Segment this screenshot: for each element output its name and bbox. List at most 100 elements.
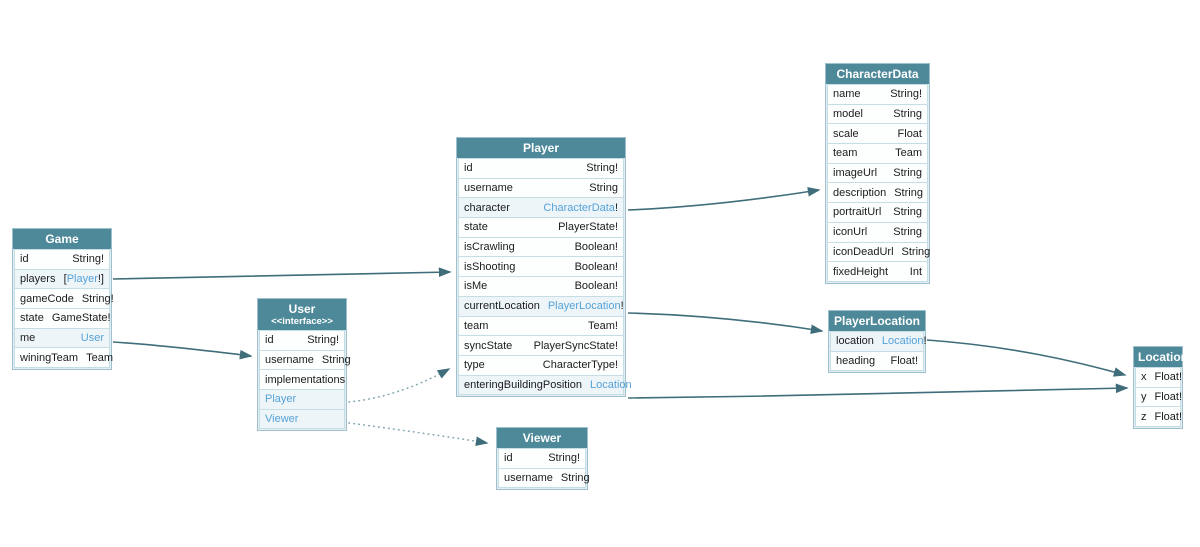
field-name: description bbox=[833, 186, 887, 199]
field-type: CharacterType! bbox=[542, 359, 618, 372]
field-type: Boolean! bbox=[574, 241, 618, 254]
field-name: scale bbox=[833, 127, 859, 140]
edge-player-currentlocation-to-playerlocation bbox=[627, 312, 824, 334]
edge-playerlocation-location-to-location bbox=[926, 339, 1127, 377]
implementation-link[interactable]: Player bbox=[265, 393, 297, 406]
field-name: currentLocation bbox=[464, 300, 540, 313]
field-row-characterdata-description[interactable]: description String bbox=[827, 182, 928, 204]
field-row-game-winingteam[interactable]: winingTeam Team bbox=[14, 347, 113, 369]
field-type: String bbox=[321, 354, 351, 367]
type-link[interactable]: User bbox=[80, 332, 104, 345]
field-name: id bbox=[464, 162, 473, 175]
field-type: String! bbox=[72, 253, 104, 266]
type-link[interactable]: Location bbox=[881, 335, 924, 348]
field-type: PlayerSyncState! bbox=[533, 339, 618, 352]
type-link[interactable]: PlayerLocation bbox=[547, 300, 621, 313]
field-name: z bbox=[1141, 410, 1147, 423]
field-row-playerlocation-location[interactable]: location Location! bbox=[830, 331, 927, 352]
type-link[interactable]: Player bbox=[66, 273, 98, 286]
field-row-viewer-username[interactable]: username String bbox=[498, 467, 590, 489]
type-table-header-viewer[interactable]: Viewer bbox=[497, 428, 587, 448]
type-link[interactable]: Location bbox=[590, 378, 632, 391]
field-name: location bbox=[836, 335, 874, 348]
type-title: Game bbox=[45, 232, 79, 246]
field-type: String bbox=[560, 472, 590, 485]
field-name: isMe bbox=[464, 280, 488, 293]
field-row-user-viewer[interactable]: Viewer bbox=[259, 408, 345, 430]
field-name: state bbox=[20, 312, 44, 325]
field-row-game-players[interactable]: players [Player!] bbox=[14, 268, 110, 290]
type-table-header-user[interactable]: User<<interface>> bbox=[258, 299, 346, 330]
type-link[interactable]: CharacterData bbox=[543, 201, 615, 214]
type-table-header-characterdata[interactable]: CharacterData bbox=[826, 64, 929, 84]
type-table-header-game[interactable]: Game bbox=[13, 229, 111, 249]
field-type: Team bbox=[86, 351, 113, 364]
type-table-header-playerlocation[interactable]: PlayerLocation bbox=[829, 311, 925, 331]
type-title: Player bbox=[522, 141, 560, 155]
type-title: Location bbox=[1138, 350, 1188, 364]
field-type: PlayerState! bbox=[558, 221, 618, 234]
field-type: String bbox=[893, 206, 922, 219]
field-type: String bbox=[893, 226, 922, 239]
field-name: winingTeam bbox=[20, 351, 79, 364]
edge-player-enteringbuildingposition-to-location bbox=[627, 383, 1129, 399]
field-type: Float! bbox=[1154, 410, 1183, 423]
field-name: portraitUrl bbox=[833, 206, 882, 219]
field-type: String bbox=[894, 186, 923, 199]
edge-user-viewer-to-viewer bbox=[348, 422, 489, 446]
field-row-location-z[interactable]: z Float! bbox=[1135, 406, 1183, 428]
field-row-characterdata-portraiturl[interactable]: portraitUrl String bbox=[827, 202, 928, 223]
field-name: implementations bbox=[265, 373, 346, 386]
field-type: Team bbox=[895, 147, 922, 160]
field-row-user-player[interactable]: Player bbox=[259, 389, 345, 410]
field-type: [Player!] bbox=[64, 273, 104, 285]
field-type: Boolean! bbox=[574, 260, 618, 273]
type-bracket: [ bbox=[63, 273, 67, 286]
type-table-header-player[interactable]: Player bbox=[457, 138, 625, 158]
field-type: CharacterData! bbox=[543, 202, 618, 214]
field-type: Location! bbox=[882, 335, 927, 347]
type-table-header-location[interactable]: Location bbox=[1134, 347, 1188, 367]
type-subtitle: <<interface>> bbox=[271, 316, 333, 327]
type-title: CharacterData bbox=[836, 67, 919, 81]
field-name: id bbox=[504, 452, 513, 465]
field-name: players bbox=[20, 273, 56, 286]
field-name: username bbox=[504, 472, 553, 485]
field-type: String! bbox=[81, 292, 114, 305]
field-row-user-implementations[interactable]: implementations bbox=[259, 369, 346, 391]
implementation-link[interactable]: Viewer bbox=[265, 413, 299, 426]
